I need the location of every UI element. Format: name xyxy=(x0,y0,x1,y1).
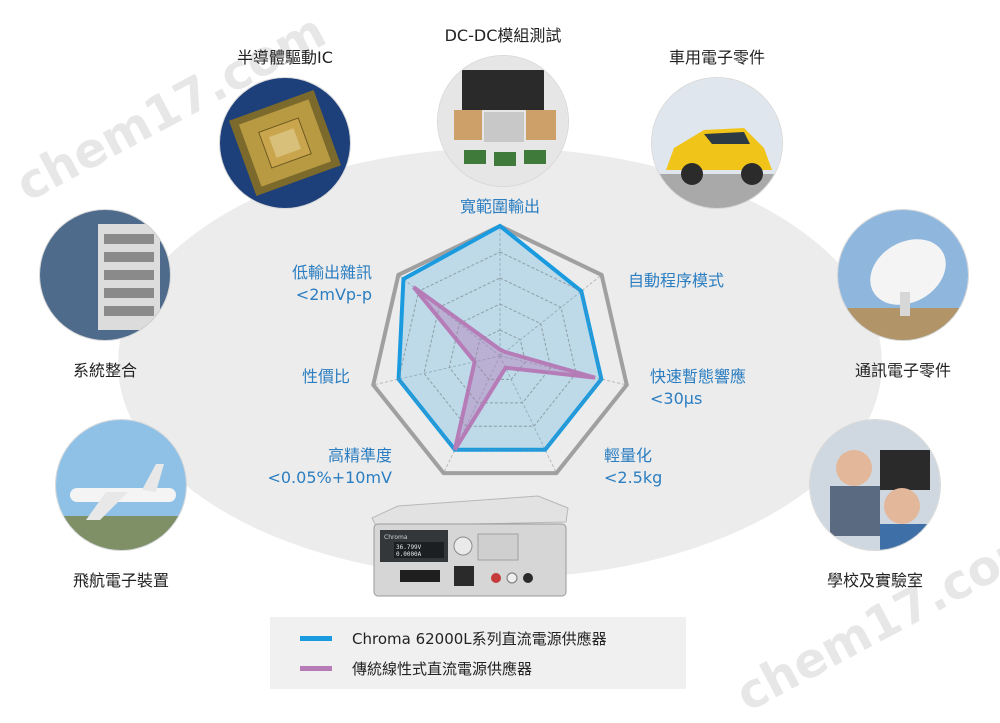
axis-label-accuracy: 高精準度 <0.05%+10mV xyxy=(267,446,392,487)
axis-label-auto: 自動程序模式 xyxy=(628,271,725,290)
legend-item-traditional: 傳統線性式直流電源供應器 xyxy=(300,654,532,682)
avionics-image xyxy=(56,420,186,550)
automotive-image xyxy=(652,78,782,208)
label-avionics: 飛航電子裝置 xyxy=(72,571,169,590)
label-system: 系統整合 xyxy=(72,361,137,380)
label-telecom: 通訊電子零件 xyxy=(854,361,951,380)
radar-series-outline xyxy=(371,223,629,476)
radar-spoke-auto xyxy=(499,274,602,357)
power-supply-image: Chroma 36.799V 0.0000A xyxy=(371,495,569,597)
device-amp: 0.0000A xyxy=(396,551,422,558)
axis-label-cost: 性價比 xyxy=(301,367,350,386)
legend: Chroma 62000L系列直流電源供應器 傳統線性式直流電源供應器 xyxy=(270,617,686,689)
radar-grid-overlay-2 xyxy=(448,303,552,404)
device-brand: Chroma xyxy=(384,534,408,541)
semiconductor-image xyxy=(220,78,350,208)
axis-label-light: 輕量化 <2.5kg xyxy=(604,446,663,487)
axis-label-fast: 快速暫態響應 <30μs xyxy=(650,367,747,408)
label-dcdc: DC-DC模組測試 xyxy=(444,26,562,45)
axis-label-noise: 低輸出雜訊 <2mVp-p xyxy=(291,263,372,304)
radar-series-traditional xyxy=(412,285,596,451)
radar-grid-overlay-1 xyxy=(474,329,526,380)
legend-label-chroma: Chroma 62000L系列直流電源供應器 xyxy=(352,629,607,648)
radar-spoke-noise xyxy=(398,274,501,357)
radar-series-chroma xyxy=(396,223,604,452)
radar-grid-overlay-3 xyxy=(423,277,577,427)
dcdc-image xyxy=(438,56,568,186)
axis-label-wide: 寬範圍輸出 xyxy=(459,197,540,216)
system-image xyxy=(40,210,170,340)
radar-spoke-cost xyxy=(373,355,501,386)
radar-spoke-accuracy xyxy=(443,355,501,474)
label-semiconductor: 半導體驅動IC xyxy=(237,48,333,67)
radar-spoke-light xyxy=(499,355,557,474)
label-automotive: 車用電子零件 xyxy=(668,48,765,67)
legend-swatch-traditional xyxy=(300,665,332,671)
telecom-image xyxy=(838,210,968,340)
device-volt: 36.799V xyxy=(396,544,422,551)
legend-item-chroma: Chroma 62000L系列直流電源供應器 xyxy=(300,624,607,652)
school-image xyxy=(810,420,940,550)
legend-swatch-chroma xyxy=(300,635,332,641)
radar-grid-ring-3 xyxy=(423,277,577,427)
legend-label-traditional: 傳統線性式直流電源供應器 xyxy=(352,659,533,678)
label-school: 學校及實驗室 xyxy=(826,571,923,590)
radar-grid-ring-1 xyxy=(474,329,526,380)
radar-grid-overlay-4 xyxy=(398,251,602,451)
radar-grid-ring-2 xyxy=(448,303,552,404)
